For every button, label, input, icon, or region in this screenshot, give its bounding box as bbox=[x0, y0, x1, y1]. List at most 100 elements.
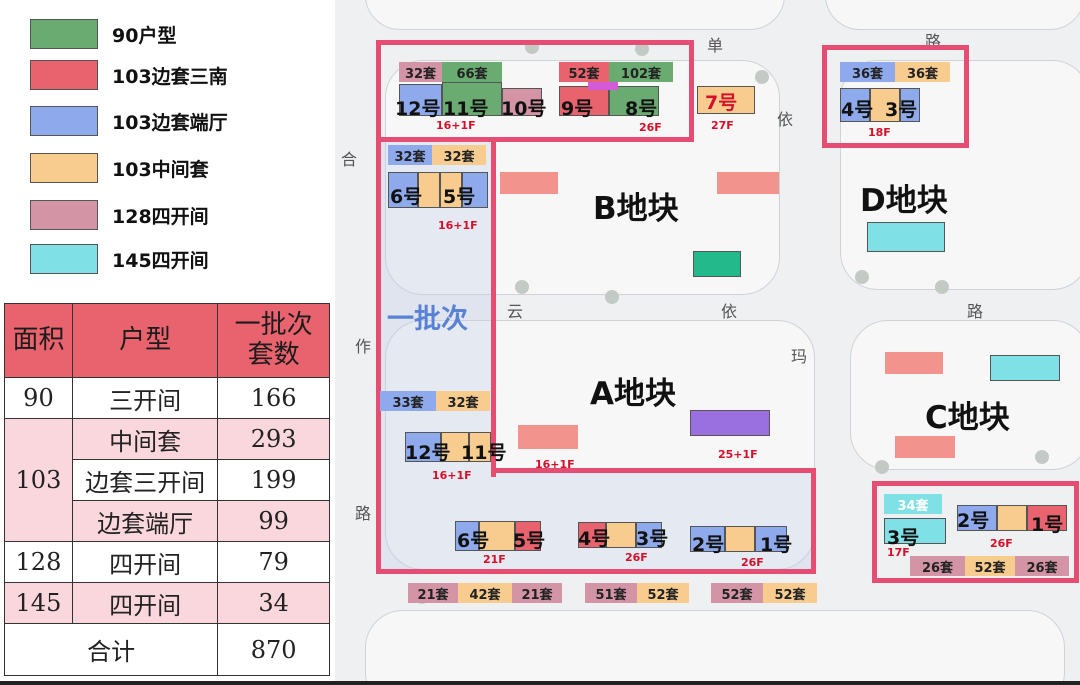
road-label: 依 bbox=[777, 110, 794, 129]
building-number: 5号 bbox=[513, 530, 546, 552]
plot-c-outline bbox=[872, 481, 1079, 583]
road-label: 合 bbox=[341, 150, 358, 169]
building-number: 6号 bbox=[390, 186, 423, 208]
batch-outline-top bbox=[376, 40, 694, 142]
building-number: 8号 bbox=[625, 98, 658, 120]
tree-icon bbox=[875, 460, 889, 474]
building-number: 11号 bbox=[443, 98, 489, 120]
tree-icon bbox=[635, 42, 649, 56]
building-block bbox=[405, 432, 441, 462]
unit-count-label: 36套 bbox=[895, 62, 950, 82]
batch-outline-bottom bbox=[376, 569, 816, 574]
unit-count-label: 34套 bbox=[884, 494, 942, 514]
total-value: 870 bbox=[217, 623, 330, 676]
building-block bbox=[559, 86, 609, 116]
building-number: 3号 bbox=[636, 528, 669, 550]
building-number: 6号 bbox=[457, 530, 490, 552]
unit-count-label: 32套 bbox=[432, 145, 486, 165]
plot-a-label: A地块 bbox=[590, 376, 676, 412]
building-block bbox=[515, 521, 541, 551]
table-row: 145 四开间 34 bbox=[4, 582, 330, 624]
tree-icon bbox=[855, 270, 869, 284]
road-label: 玛 bbox=[791, 347, 808, 366]
map-block bbox=[850, 320, 1080, 470]
total-label: 合计 bbox=[3, 623, 219, 676]
legend-swatch bbox=[30, 106, 98, 136]
bottom-border bbox=[0, 681, 1080, 685]
floor-count: 26F bbox=[990, 537, 1013, 550]
cell-type: 四开间 bbox=[71, 582, 219, 624]
cell-type: 边套端厅 bbox=[71, 500, 219, 542]
unit-count-label: 102套 bbox=[609, 62, 673, 82]
unit-count-label: 52套 bbox=[637, 583, 689, 603]
legend-item: 145四开间 bbox=[30, 242, 209, 276]
cell-area: 103 bbox=[4, 418, 73, 542]
floor-count: 17F bbox=[887, 546, 910, 559]
building-block bbox=[840, 88, 870, 122]
legend-label: 145四开间 bbox=[112, 249, 209, 272]
cell-area: 128 bbox=[4, 541, 73, 583]
header-type: 户型 bbox=[71, 303, 219, 378]
cell-count: 99 bbox=[217, 500, 330, 542]
floor-count: 18F bbox=[868, 126, 891, 139]
building-number: 9号 bbox=[561, 98, 594, 120]
building-block bbox=[957, 505, 997, 531]
building-number: 12号 bbox=[395, 98, 441, 120]
map-block bbox=[365, 610, 1065, 685]
building-block bbox=[518, 425, 578, 449]
legend-item: 103边套三南 bbox=[30, 58, 228, 92]
cell-count: 199 bbox=[217, 459, 330, 501]
floor-count: 25+1F bbox=[718, 448, 758, 461]
tree-icon bbox=[515, 280, 529, 294]
cell-type: 三开间 bbox=[71, 377, 219, 419]
cell-type: 边套三开间 bbox=[71, 459, 219, 501]
building-block bbox=[725, 526, 755, 552]
unit-count-label: 52套 bbox=[965, 556, 1015, 576]
building-block bbox=[755, 526, 787, 552]
building-number: 5号 bbox=[443, 186, 476, 208]
legend-label: 103边套端厅 bbox=[112, 111, 228, 134]
cell-area: 90 bbox=[4, 377, 73, 419]
building-block bbox=[399, 84, 442, 116]
cell-count: 293 bbox=[217, 418, 330, 460]
building-block bbox=[440, 172, 462, 208]
building-number: 1号 bbox=[1031, 514, 1064, 536]
plot-d-label: D地块 bbox=[860, 183, 948, 219]
table-row: 90 三开间 166 bbox=[4, 377, 330, 419]
building-number: 4号 bbox=[841, 99, 874, 121]
unit-count-label: 32套 bbox=[436, 391, 490, 411]
legend-item: 103边套端厅 bbox=[30, 104, 228, 138]
cell-count: 79 bbox=[217, 541, 330, 583]
building-block bbox=[900, 88, 920, 122]
building-number: 7号 bbox=[705, 92, 738, 114]
unit-count-label: 52套 bbox=[559, 62, 609, 82]
building-block bbox=[462, 172, 488, 208]
building-block bbox=[388, 172, 418, 208]
tree-icon bbox=[755, 70, 769, 84]
road-label: 路 bbox=[967, 302, 984, 321]
legend-swatch bbox=[30, 244, 98, 274]
building-block bbox=[690, 526, 725, 552]
header-count-text: 一批次套数 bbox=[234, 309, 313, 370]
map-block bbox=[365, 0, 785, 30]
cell-type: 四开间 bbox=[71, 541, 219, 583]
unit-count-label: 52套 bbox=[711, 583, 763, 603]
cell-area: 145 bbox=[4, 582, 73, 624]
legend-item: 128四开间 bbox=[30, 198, 209, 232]
building-number: 11号 bbox=[461, 442, 507, 464]
batch-outline-right bbox=[811, 468, 816, 574]
legend-label: 103边套三南 bbox=[112, 65, 228, 88]
legend-swatch bbox=[30, 200, 98, 230]
table-row: 103 中间套 293 bbox=[4, 418, 330, 542]
building-number: 4号 bbox=[578, 528, 611, 550]
unit-count-label: 21套 bbox=[512, 583, 562, 603]
header-area: 面积 bbox=[4, 303, 73, 378]
building-block bbox=[636, 522, 662, 548]
building-number: 10号 bbox=[501, 98, 547, 120]
building-number: 1号 bbox=[760, 534, 793, 556]
building-block bbox=[469, 432, 491, 462]
road-label: 作 bbox=[355, 337, 372, 356]
floor-count: 16+1F bbox=[535, 458, 575, 471]
building-block bbox=[1027, 505, 1067, 531]
unit-count-label: 51套 bbox=[585, 583, 637, 603]
